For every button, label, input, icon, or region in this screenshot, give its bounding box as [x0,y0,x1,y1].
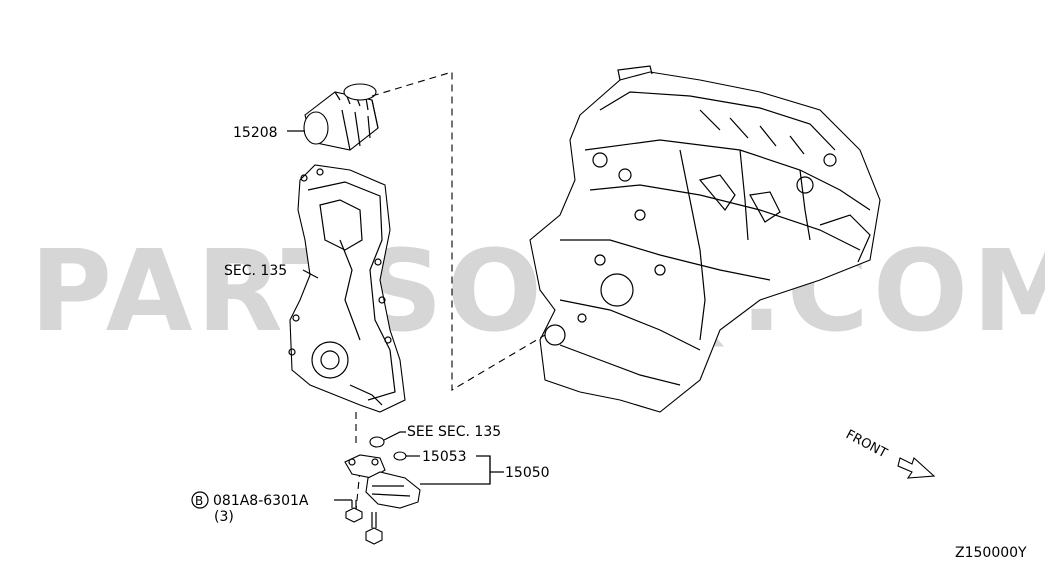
engine-assembly-drawing [529,65,881,413]
label-bolt-symbol: B [195,494,203,508]
front-arrow-icon [897,457,936,479]
front-label: FRONT [843,427,889,461]
bolt-drawing [334,499,383,545]
label-gasket: 15053 [422,449,467,465]
alignment-lines [355,71,546,511]
oil-filter-drawing [303,83,379,151]
label-see-sec: SEE SEC. 135 [407,424,501,440]
label-oil-filter: 15208 [233,125,278,141]
label-strainer-assembly: 15050 [505,465,550,481]
bolt-symbol-circle [191,491,209,509]
diagram-code: Z150000Y [955,545,1027,561]
front-direction-indicator: FRONT [843,427,936,479]
label-bolt-qty: (3) [214,509,234,525]
oil-strainer-drawing [344,454,504,509]
label-bolt-part: 081A8-6301A [213,493,309,509]
gasket-drawing [393,451,420,461]
front-cover-drawing [288,164,406,413]
o-ring-see-sec-drawing [369,431,406,448]
leader-sec135 [302,269,319,279]
label-front-cover-ref: SEC. 135 [224,263,287,279]
